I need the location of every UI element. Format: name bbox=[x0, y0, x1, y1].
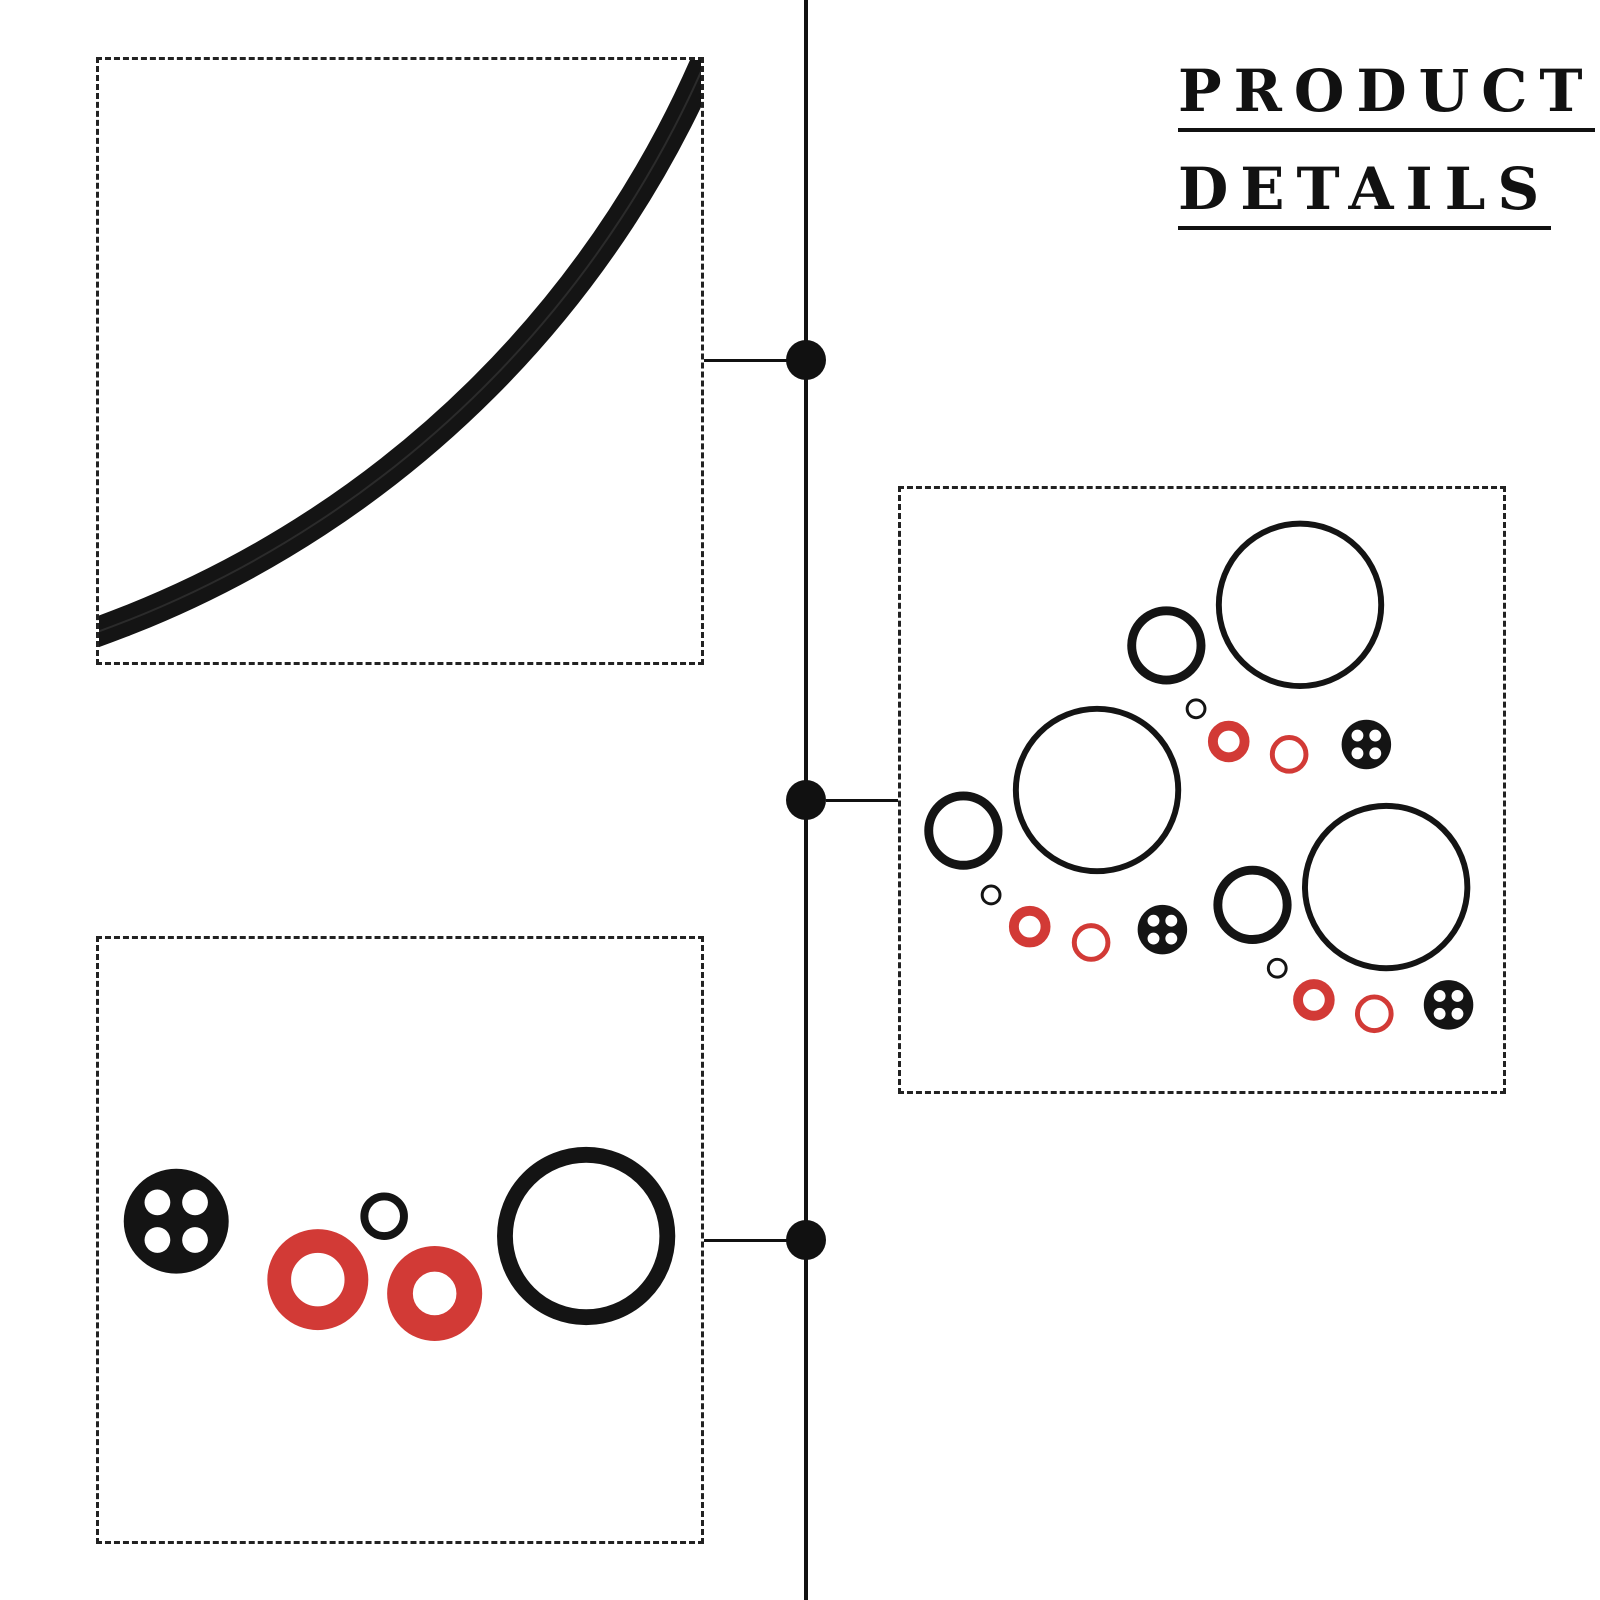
four-hole-seal-icon bbox=[123, 1168, 229, 1274]
gasket-sets-icon bbox=[924, 520, 1474, 1034]
connector-2 bbox=[826, 799, 900, 802]
timeline-node-3 bbox=[786, 1220, 826, 1260]
timeline-node-1 bbox=[786, 340, 826, 380]
timeline-node-2 bbox=[786, 780, 826, 820]
panel-large-o-ring-closeup bbox=[96, 57, 704, 665]
heading-line-1: PRODUCT bbox=[1178, 62, 1595, 132]
connector-1 bbox=[704, 359, 790, 362]
panel-single-gasket-set bbox=[96, 936, 704, 1544]
panel-three-gasket-sets bbox=[898, 486, 1506, 1094]
connector-3 bbox=[704, 1239, 790, 1242]
gasket-set-icon bbox=[123, 1146, 676, 1341]
heading-line-2: DETAILS bbox=[1178, 160, 1552, 230]
o-ring-closeup-icon bbox=[99, 60, 701, 647]
